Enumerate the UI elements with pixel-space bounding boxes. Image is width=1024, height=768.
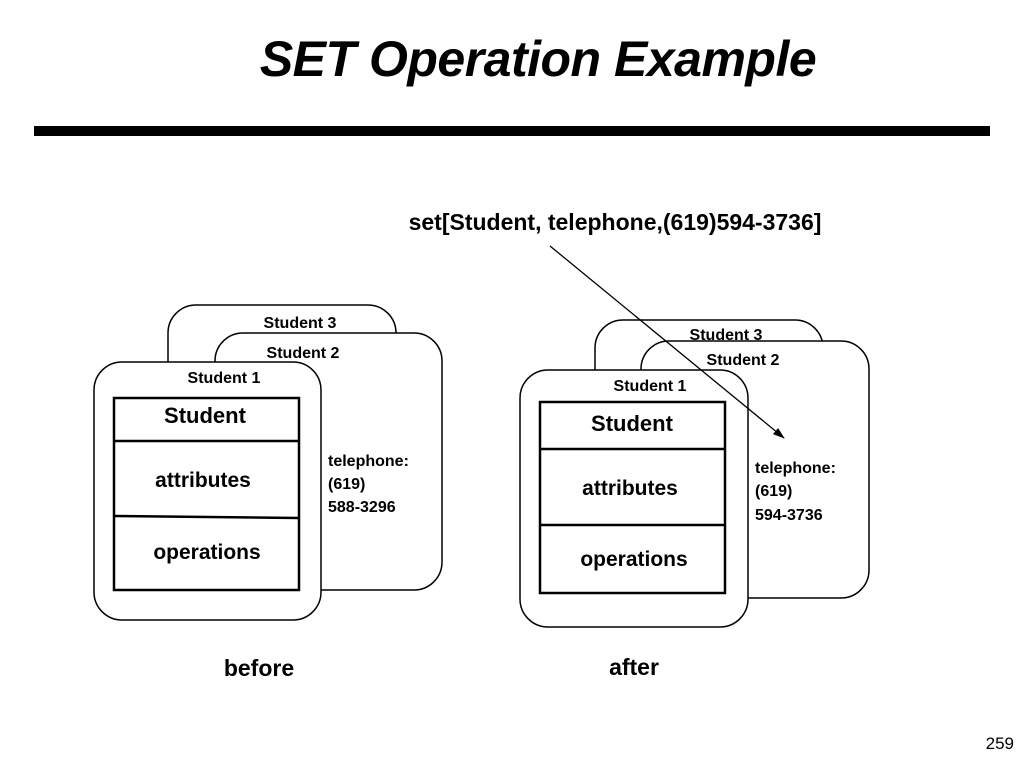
student-2-card-label: Student 2 xyxy=(707,352,780,369)
telephone-number-old: 588-3296 xyxy=(328,499,396,516)
after-diagram: Student 3 Student 2 telephone: (619) 594… xyxy=(519,319,870,680)
student-class-box: Student attributes operations xyxy=(112,396,301,592)
before-diagram: Student 3 Student 2 telephone: (619) 588… xyxy=(93,304,443,681)
page-number: 259 xyxy=(985,734,1014,753)
attributes-section: attributes xyxy=(582,477,678,500)
telephone-label: telephone: xyxy=(755,460,836,477)
student-3-card-label: Student 3 xyxy=(690,327,763,344)
operations-section: operations xyxy=(153,541,260,564)
slide-title: SET Operation Example xyxy=(259,31,817,87)
telephone-area-code: (619) xyxy=(755,483,792,500)
student-3-card-label: Student 3 xyxy=(264,315,337,332)
student-1-card-label: Student 1 xyxy=(188,370,261,387)
class-name: Student xyxy=(591,411,674,436)
after-caption: after xyxy=(609,654,659,680)
operations-section: operations xyxy=(580,548,687,571)
student-class-box: Student attributes operations xyxy=(538,400,727,595)
operation-call-label: set[Student, telephone,(619)594-3736] xyxy=(409,209,822,235)
before-caption: before xyxy=(224,655,294,681)
class-name: Student xyxy=(164,403,247,428)
telephone-label: telephone: xyxy=(328,453,409,470)
telephone-number-new: 594-3736 xyxy=(755,507,823,524)
student-1-card-label: Student 1 xyxy=(614,378,687,395)
attributes-section: attributes xyxy=(155,469,251,492)
title-divider xyxy=(34,126,990,136)
set-operation-arrow xyxy=(549,245,785,439)
student-2-card-label: Student 2 xyxy=(267,345,340,362)
telephone-area-code: (619) xyxy=(328,476,365,493)
